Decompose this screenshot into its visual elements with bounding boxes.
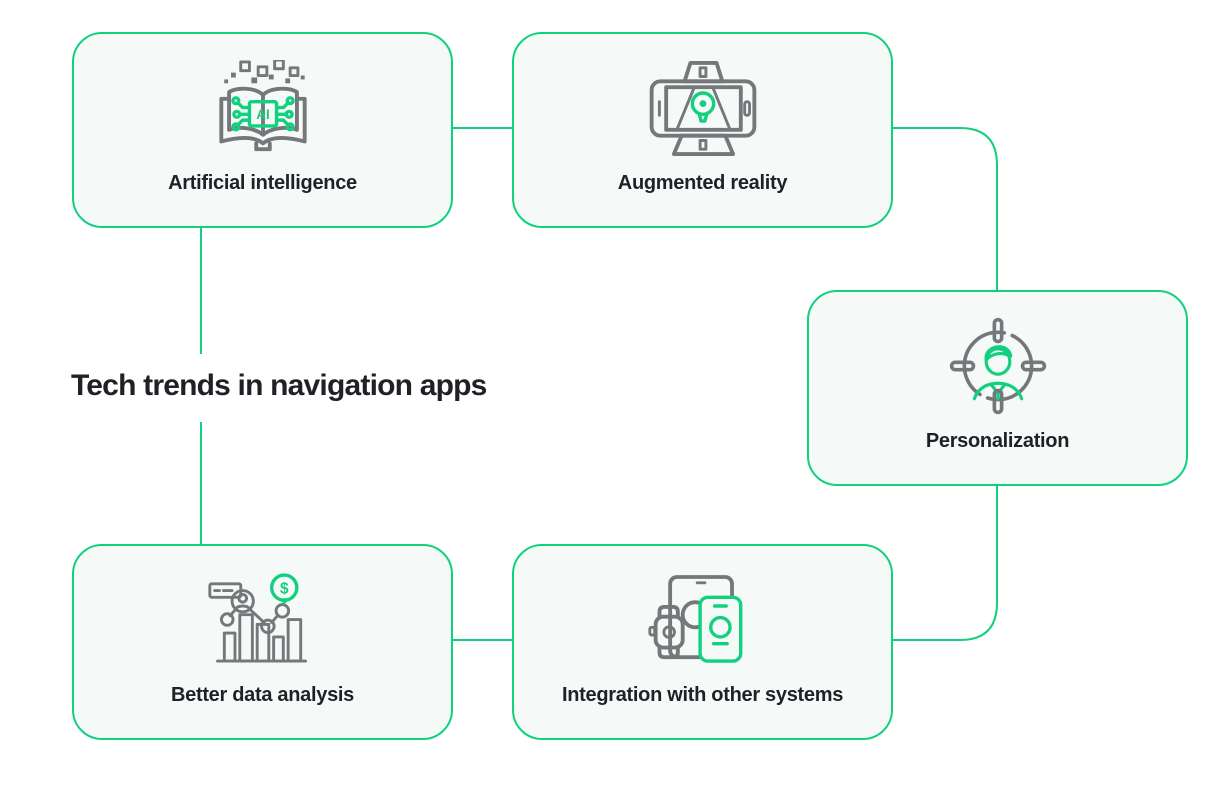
phone-road-pin-icon — [640, 56, 766, 160]
page-title: Tech trends in navigation apps — [71, 369, 487, 402]
node-personalization-card: Personalization — [807, 290, 1188, 486]
node-label: Augmented reality — [617, 172, 788, 194]
connector-ar-to-personalization — [893, 127, 998, 291]
node-integration-card: Integration with other systems — [512, 544, 893, 740]
node-label: Better data analysis — [171, 684, 354, 706]
person-target-icon — [948, 314, 1048, 418]
node-label: Personalization — [925, 430, 1070, 452]
connected-devices-icon — [645, 568, 761, 672]
node-label: Integration with other systems — [561, 684, 844, 706]
node-augmented-reality-card: Augmented reality — [512, 32, 893, 228]
ai-chip-label: AI — [256, 107, 270, 122]
node-artificial-intelligence-card: AI Artificial intelligence — [72, 32, 453, 228]
ai-book-circuit-icon: AI — [200, 56, 326, 160]
node-label: Artificial intelligence — [168, 172, 357, 194]
connector-personalization-to-integration — [893, 486, 998, 641]
chart-dollar-icon: $ — [205, 568, 321, 672]
dollar-sign-glyph: $ — [279, 580, 288, 597]
node-data-analysis-card: $ Better data analysis — [72, 544, 453, 740]
